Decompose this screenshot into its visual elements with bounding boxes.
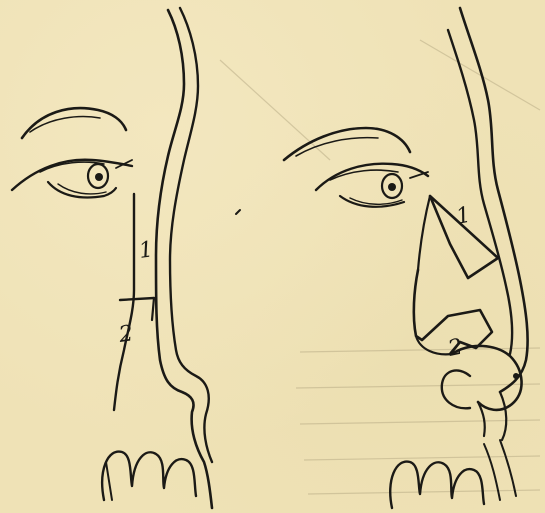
right-nostril [442, 370, 470, 408]
right-flap-label-2: 2 [445, 335, 465, 363]
left-teeth [102, 452, 196, 500]
right-pupil [388, 183, 396, 191]
left-profile [12, 8, 212, 508]
left-upper-eyelid [12, 160, 132, 190]
left-eyebrow [22, 108, 126, 138]
left-flap-outline [114, 194, 134, 410]
left-flap-label-1: 1 [137, 237, 154, 264]
bleed-through-text [220, 40, 540, 494]
left-nose-inner-line [170, 8, 212, 462]
right-profile [284, 8, 528, 508]
left-pupil [95, 173, 103, 181]
stray-mark [236, 210, 240, 214]
right-nostril-dot [513, 373, 519, 379]
right-nose-outer-line [460, 8, 528, 392]
right-teeth [390, 462, 484, 508]
right-nose-inner-line [448, 30, 512, 354]
right-eyebrow [284, 128, 410, 160]
left-flap-division [120, 298, 154, 300]
left-flap-label-2: 2 [116, 321, 134, 348]
right-flap-label-1: 1 [454, 203, 473, 230]
